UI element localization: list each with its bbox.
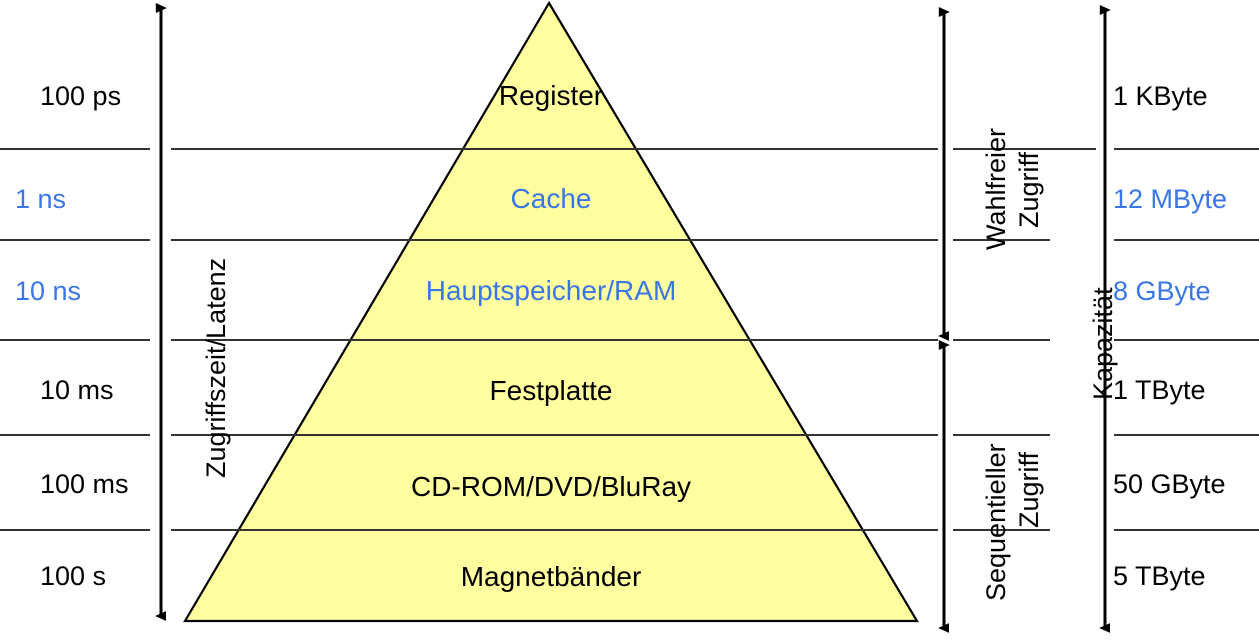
latency-value-ram: 10 ns (15, 276, 82, 306)
latency-value-optical: 100 ms (40, 469, 129, 499)
capacity-value-optical: 50 GByte (1113, 469, 1226, 499)
capacity-value-harddisk: 1 TByte (1113, 375, 1206, 405)
capacity-value-tape: 5 TByte (1113, 561, 1206, 591)
tier-label-ram: Hauptspeicher/RAM (425, 275, 677, 306)
random-access-label-line1: Wahlfreier (981, 127, 1011, 250)
latency-value-tape: 100 s (40, 561, 107, 591)
tier-label-harddisk: Festplatte (489, 375, 613, 406)
divider-lines (0, 148, 1259, 531)
capacity-value-cache: 12 MByte (1113, 184, 1228, 214)
random-access-label-line2: Zugriff (1014, 151, 1044, 228)
latency-axis-label: Zugriffszeit/Latenz (201, 257, 231, 478)
latency-value-cache: 1 ns (15, 184, 67, 214)
capacity-value-register: 1 KByte (1113, 81, 1208, 111)
latency-value-harddisk: 10 ms (40, 375, 114, 405)
sequential-access-label-line2: Zugriff (1014, 451, 1044, 528)
sequential-access-label-line1: Sequentieller (981, 443, 1011, 601)
capacity-value-ram: 8 GByte (1113, 276, 1211, 306)
latency-value-register: 100 ps (40, 81, 122, 111)
tier-label-register: Register (498, 80, 604, 111)
tier-label-tape: Magnetbänder (460, 561, 642, 592)
tier-label-optical: CD-ROM/DVD/BluRay (410, 471, 692, 502)
pyramid-shape (183, 0, 919, 623)
tier-label-cache: Cache (510, 183, 592, 214)
